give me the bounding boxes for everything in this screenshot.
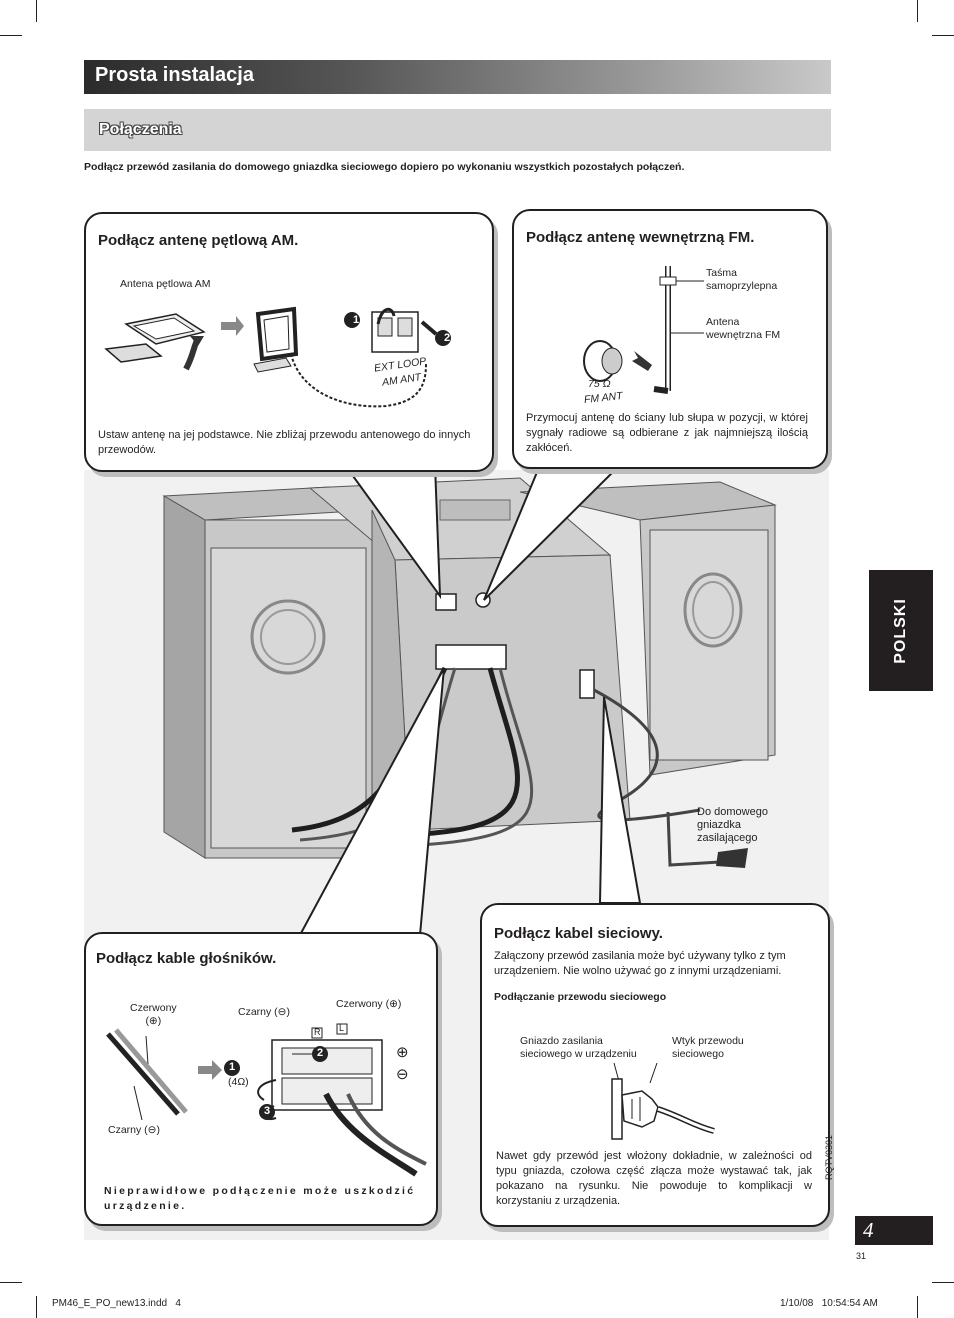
speaker-step-2: 2 [316, 1047, 324, 1059]
power-box-text: Załączony przewód zasilania może być uży… [494, 950, 786, 977]
crop-mark [0, 1282, 22, 1283]
power-subheading: Podłączanie przewodu sieciowego [494, 991, 667, 1003]
page-small-number: 31 [856, 1251, 867, 1261]
socket-label: Gniazdo zasilania sieciowego w urządzeni… [520, 1035, 637, 1060]
crop-mark [36, 0, 37, 22]
power-box-title: Podłącz kabel sieciowy. [494, 925, 663, 942]
am-antenna-label: Antena pętlowa AM [120, 278, 211, 290]
tape-label: Taśma samoprzylepna [706, 267, 778, 292]
am-antenna-box: Podłącz antenę pętlową AM. Antena pętlow… [84, 212, 494, 472]
black-label-left: Czarny (⊖) [108, 1124, 160, 1136]
page-title: Prosta instalacja [95, 64, 254, 86]
crop-mark [917, 1296, 918, 1318]
fm-box-title: Podłącz antenę wewnętrzną FM. [526, 229, 755, 246]
section-title-bar: Połączenia [84, 109, 831, 151]
page-number-box: 4 [855, 1216, 933, 1245]
speaker-box-title: Podłącz kable głośników. [96, 950, 277, 967]
fm-antenna-diagram [583, 266, 704, 394]
power-plug-diagram [611, 1062, 715, 1140]
fm-box-text: Przymocuj antenę do ściany lub słupa w p… [526, 412, 808, 454]
speaker-step-3: 3 [263, 1105, 271, 1117]
power-note: Nawet gdy przewód jest włożony dokładnie… [496, 1150, 812, 1207]
language-tab-label: POLSKI [892, 597, 909, 664]
outlet-label: Do domowego gniazdka zasilającego [697, 806, 768, 844]
am-antenna-diagram [104, 306, 451, 408]
step-1-badge: 1 [352, 314, 360, 326]
speaker-step-1: 1 [228, 1061, 236, 1073]
step-2-badge: 2 [443, 332, 451, 344]
crop-mark [36, 1296, 37, 1318]
power-warning: Podłącz przewód zasilania do domowego gn… [84, 161, 685, 173]
red-label-left: Czerwony (⊕) [130, 1002, 177, 1027]
speaker-wire-diagram [106, 1023, 427, 1177]
footer-right: 1/10/08 10:54:54 AM [780, 1298, 878, 1309]
doc-code: RQTV0301 [824, 1134, 834, 1180]
crop-mark [932, 1282, 954, 1283]
power-cord-box: Podłącz kabel sieciowy. Załączony przewó… [480, 903, 830, 1227]
plug-label: Wtyk przewodu sieciowego [672, 1035, 744, 1060]
minus-terminal-label: ⊖ [396, 1066, 409, 1083]
crop-mark [932, 35, 954, 36]
crop-mark [917, 0, 918, 22]
am-box-title: Podłącz antenę pętlową AM. [98, 232, 299, 249]
speaker-box: Podłącz kable głośników. Czerwony (⊕) Cz… [84, 932, 438, 1226]
red-label-top: Czerwony (⊕) [336, 998, 402, 1010]
fm-ant-label: FM ANT [583, 390, 624, 406]
speaker-warning: Nieprawidłowe podłączenie może uszkodzić… [104, 1185, 416, 1212]
language-tab: POLSKI [869, 570, 933, 691]
section-title: Połączenia [99, 121, 182, 138]
fm-ohm-label: 75 Ω [588, 378, 611, 390]
speaker-r-label: R [314, 1027, 321, 1037]
fm-antenna-label: Antena wewnętrzna FM [706, 316, 781, 341]
am-box-text: Ustaw antenę na jej podstawce. Nie zbliż… [98, 429, 471, 456]
ohm-label: (4Ω) [228, 1076, 249, 1088]
page-title-bar: Prosta instalacja [84, 60, 831, 94]
fm-antenna-box: Podłącz antenę wewnętrzną FM. Taśma samo… [512, 209, 828, 469]
speaker-l-label: L [339, 1023, 345, 1033]
black-label-top: Czarny (⊖) [238, 1006, 290, 1018]
page-number: 4 [863, 1218, 874, 1242]
plus-terminal-label: ⊕ [396, 1044, 409, 1061]
footer-left: PM46_E_PO_new13.indd 4 [52, 1298, 181, 1309]
crop-mark [0, 35, 22, 36]
